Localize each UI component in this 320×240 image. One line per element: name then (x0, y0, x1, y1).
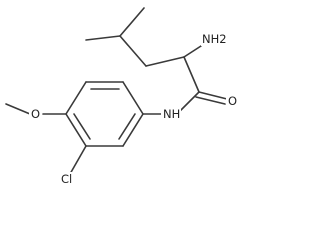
bond-ring-chlorine (69, 145, 87, 175)
chlorine-label-group: Cl (60, 172, 78, 186)
amide-nitrogen-label-group: NH (161, 107, 181, 121)
bond-ch-ch2 (119, 35, 147, 67)
ring-inner-2 (73, 113, 91, 140)
bond-alpha-nh2 (183, 45, 202, 58)
ring-bond-3 (65, 81, 87, 115)
bond-methyl-left (85, 35, 121, 41)
structural-formula: NH2 O NH O Cl (5, 7, 238, 186)
bond-ch2-alpha (145, 56, 185, 67)
bond-carbonyl-double-a (198, 91, 228, 100)
amine-label: NH2 (202, 32, 227, 46)
amide-nitrogen-label: NH (163, 107, 180, 121)
bond-methyl-top (119, 7, 145, 37)
bond-methoxy-methyl (5, 103, 31, 115)
ring-bond-4 (65, 113, 87, 147)
methoxy-oxygen-label: O (31, 107, 40, 121)
chlorine-label: Cl (61, 172, 72, 186)
methoxy-oxygen-label-group: O (29, 107, 42, 121)
bond-alpha-carbonyl (183, 56, 200, 93)
ring-bond-6 (122, 113, 144, 147)
amine-label-group: NH2 (201, 32, 227, 46)
carbonyl-oxygen-label-group: O (226, 94, 238, 108)
ring-inner-3 (118, 113, 136, 140)
bond-carbonyl-double-b (195, 96, 226, 105)
carbonyl-oxygen-label: O (228, 94, 237, 108)
ring-bond-1 (122, 81, 144, 115)
